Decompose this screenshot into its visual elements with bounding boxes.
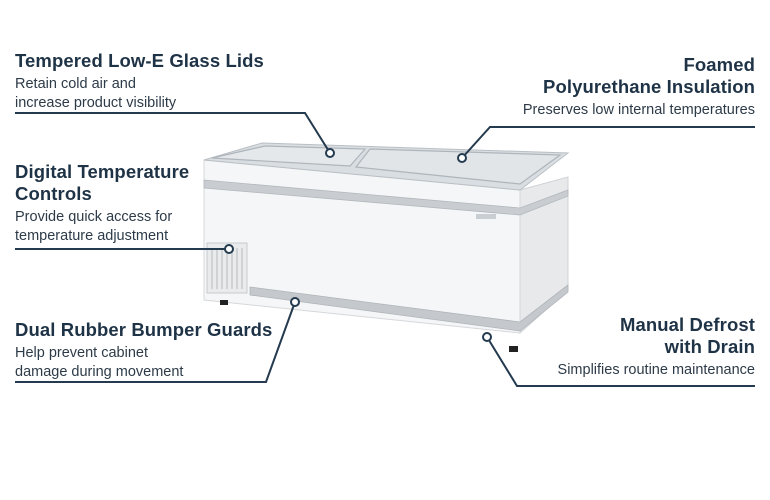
description-line: Provide quick access for — [15, 209, 173, 225]
foam-leader — [461, 126, 755, 159]
feature-description: Preserves low internal temperatures — [522, 102, 755, 118]
feature-manual-defrost: Manual Defrost with Drain Simplifies rou… — [495, 314, 755, 380]
title-line: Foamed — [683, 54, 755, 75]
title-line: Polyurethane Insulation — [543, 76, 755, 97]
temp-callout-dot — [224, 244, 234, 254]
feature-description: Retain cold air and increase product vis… — [15, 75, 315, 113]
feature-insulation: Foamed Polyurethane Insulation Preserves… — [455, 54, 755, 120]
lids-callout-dot — [325, 148, 335, 158]
description-line: temperature adjustment — [15, 228, 169, 244]
lids-leader — [15, 112, 331, 154]
foam-callout-dot — [457, 153, 467, 163]
bumper-callout-dot — [290, 297, 300, 307]
description-line: increase product visibility — [15, 95, 177, 111]
feature-title: Foamed Polyurethane Insulation — [455, 54, 755, 98]
description-line: damage during movement — [15, 364, 184, 380]
title-line: with Drain — [664, 336, 755, 357]
title-line: Manual Defrost — [619, 314, 755, 335]
feature-description: Simplifies routine maintenance — [557, 362, 755, 378]
title-line: Digital Temperature — [15, 161, 190, 182]
title-line: Controls — [15, 183, 92, 204]
chest-freezer — [203, 142, 570, 352]
defrost-leader — [486, 336, 755, 387]
description-line: Help prevent cabinet — [15, 345, 148, 361]
feature-title: Digital Temperature Controls — [15, 161, 255, 205]
feature-title: Tempered Low-E Glass Lids — [15, 50, 264, 71]
feature-glass-lids: Tempered Low-E Glass Lids Retain cold ai… — [15, 50, 315, 113]
feature-title: Dual Rubber Bumper Guards — [15, 319, 273, 340]
feature-title: Manual Defrost with Drain — [495, 314, 755, 358]
feature-description: Provide quick access for temperature adj… — [15, 208, 255, 246]
feature-description: Help prevent cabinet damage during movem… — [15, 344, 315, 382]
feature-temperature-controls: Digital Temperature Controls Provide qui… — [15, 161, 255, 246]
defrost-callout-dot — [482, 332, 492, 342]
bumper-leader — [15, 301, 296, 383]
feature-bumper-guards: Dual Rubber Bumper Guards Help prevent c… — [15, 319, 315, 382]
description-line: Retain cold air and — [15, 76, 136, 92]
